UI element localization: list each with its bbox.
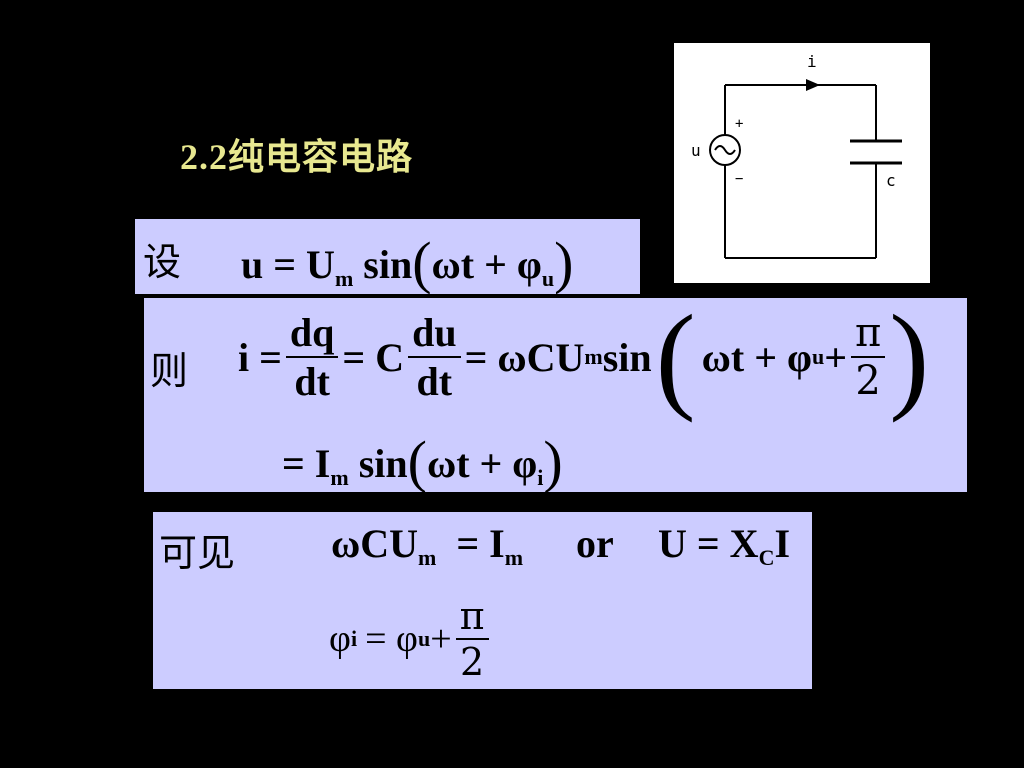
eq-omega-cu: = ωCU <box>464 334 585 380</box>
voltage-equation: u = Um sin(ωt + φu) <box>241 229 573 296</box>
u-eq-x: U = X <box>658 521 759 566</box>
frac-num-du: du <box>408 309 461 358</box>
eq-im: = I <box>446 521 505 566</box>
plus-label: + <box>735 116 743 132</box>
lparen: ( <box>412 230 432 295</box>
slide-title: 2.2纯电容电路 <box>180 137 414 177</box>
frac-den-dt2: dt <box>416 359 453 404</box>
sin: sin <box>602 334 652 380</box>
frac-num-pi: π <box>455 594 489 640</box>
sub-m: m <box>418 545 437 570</box>
equation-box-set: 设 u = Um sin(ωt + φu) <box>135 219 640 296</box>
sub-i: i <box>350 626 358 651</box>
lparen: ( <box>407 429 427 494</box>
frac-num-dq: dq <box>285 309 339 358</box>
omega-cu: ωCU <box>331 521 419 566</box>
frac-den-2: 2 <box>460 640 485 684</box>
then-prefix: 则 <box>150 351 189 393</box>
rparen: ) <box>554 230 574 295</box>
amplitude-relation: ωCUm = Im <box>331 520 523 571</box>
sub-u: u <box>811 344 825 369</box>
sub-m: m <box>334 266 354 291</box>
minus-label: − <box>735 171 743 187</box>
eq-c: = C <box>342 334 405 380</box>
lparen: ( <box>655 290 696 423</box>
rparen: ) <box>889 290 930 423</box>
frac-num-pi: π <box>851 310 886 358</box>
see-prefix: 可见 <box>159 533 236 575</box>
capacitor-label: c <box>886 171 896 190</box>
eq-phi: = φ <box>365 618 418 660</box>
ac-source-icon <box>709 134 741 166</box>
reactance-relation: U = XCI <box>658 520 790 571</box>
sub-m: m <box>584 344 603 369</box>
sub-u: u <box>541 266 555 291</box>
rparen: ) <box>543 429 563 494</box>
circuit-svg: i u + − c <box>691 52 902 259</box>
sub-m2: m <box>504 545 524 570</box>
sine-wave-icon <box>714 145 736 155</box>
voltage-label: u <box>691 141 701 160</box>
plus: + <box>824 334 847 380</box>
frac-den-dt: dt <box>294 359 330 404</box>
circuit-diagram: i u + − c <box>674 43 930 283</box>
sub-u: u <box>417 626 431 651</box>
eq-im: = I <box>282 441 331 486</box>
i-end: I <box>774 521 791 566</box>
plus: + <box>430 618 452 660</box>
sin: sin <box>348 441 408 486</box>
or-word: or <box>576 521 614 566</box>
frac-den-2: 2 <box>855 358 881 404</box>
set-prefix: 设 <box>143 242 182 284</box>
omega-t-phi: ωt + φ <box>431 242 542 287</box>
sub-i: i <box>537 465 544 490</box>
current-label: i <box>807 52 817 71</box>
omega-t-phi: ωt + φ <box>701 334 812 380</box>
sub-m: m <box>330 465 349 490</box>
phi: φ <box>329 618 351 660</box>
omega-t-phi: ωt + φ <box>426 441 538 486</box>
current-arrow-icon <box>806 79 820 91</box>
eq-u: u = U <box>241 242 335 287</box>
sub-c: C <box>758 545 775 570</box>
current-equation-line2: = Im sin(ωt + φi) <box>282 428 563 495</box>
sin: sin <box>353 242 413 287</box>
i-eq: i = <box>238 334 282 380</box>
